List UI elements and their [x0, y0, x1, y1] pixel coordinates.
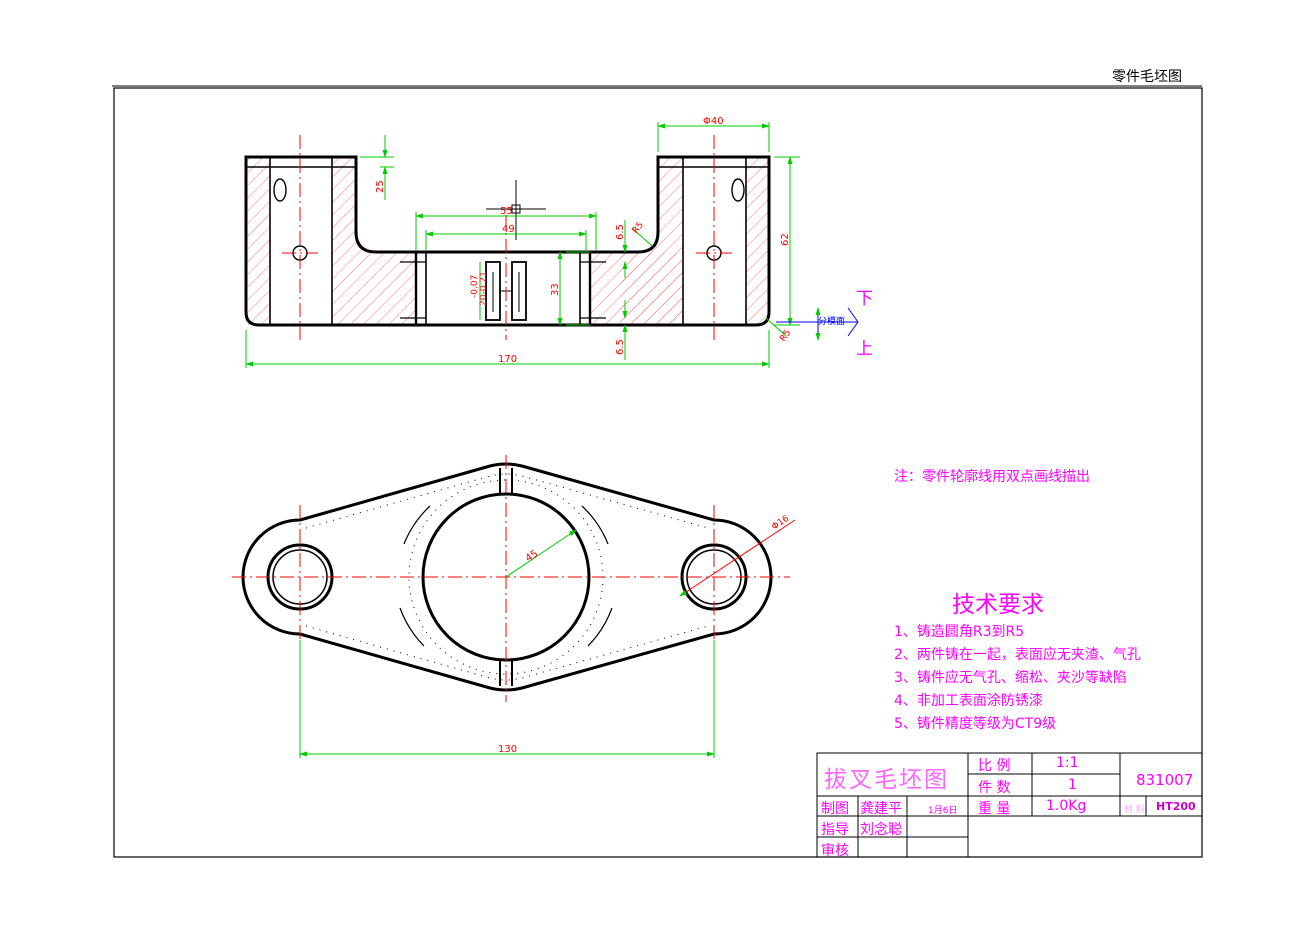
tech-requirements-title: 技术要求: [952, 592, 1044, 618]
review-label: 审核: [821, 843, 849, 859]
dim-tol-main: 20-0.21: [479, 271, 489, 306]
dir-up: 上: [856, 339, 873, 359]
tech-requirement-5: 5、铸件精度等级为CT9级: [894, 716, 1057, 732]
dim-55: 55: [500, 206, 513, 217]
drawing-frame: [113, 87, 1203, 858]
front-centerlines: [282, 135, 732, 340]
central-bore: [400, 252, 606, 325]
plan-centerlines: [232, 455, 790, 702]
guide-label: 指导: [821, 822, 849, 838]
parting-label: 分模面: [818, 316, 845, 327]
weight-value: 1.0Kg: [1046, 798, 1087, 814]
outline-note: 注：零件轮廓线用双点画线描出: [894, 469, 1090, 485]
plan-dimension-texts: 130 45 Φ16: [498, 514, 791, 755]
dim-phi40: Φ40: [703, 116, 724, 127]
plan-ribs: [499, 468, 513, 686]
front-inner-lines: [246, 157, 769, 325]
plan-dimensions: [299, 519, 796, 758]
front-outline: [244, 155, 771, 327]
count-value: 1: [1068, 777, 1077, 793]
main-bore-arcs: [399, 505, 613, 647]
tech-requirement-2: 2、两件铸在一起，表面应无夹渣、气孔: [894, 647, 1141, 663]
tech-requirement-1: 1、铸造圆角R3到R5: [894, 624, 1025, 640]
dim-170: 170: [498, 354, 517, 365]
tech-requirement-3: 3、铸件应无气孔、缩松、夹沙等缺陷: [894, 670, 1127, 686]
guide-name: 刘念聪: [860, 822, 902, 838]
drawn-date: 1月6日: [928, 806, 958, 816]
dim-49: 49: [502, 224, 515, 235]
drawing-number: 831007: [1136, 771, 1194, 789]
cad-cursor-icon: [486, 180, 546, 240]
front-dimension-texts: 170 Φ40 55 49 62 25 33 6.5 6.5 -0.07 20-…: [375, 116, 873, 365]
dim-62: 62: [780, 233, 791, 246]
drawn-label: 制图: [821, 801, 849, 817]
dim-130: 130: [498, 744, 517, 755]
dir-down: 下: [856, 289, 873, 309]
title-block-grid: [816, 752, 1203, 858]
front-view: [244, 135, 771, 340]
dim-25: 25: [375, 180, 386, 193]
material-label: 材 料: [1124, 805, 1145, 815]
dim-6-5-bottom: 6.5: [615, 339, 626, 355]
dim-33: 33: [550, 283, 561, 296]
tech-requirement-4: 4、非加工表面涂防锈漆: [894, 693, 1043, 709]
plan-view: [232, 455, 790, 702]
dim-6-5-top: 6.5: [615, 224, 626, 240]
sheet-title: 零件毛坯图: [1112, 69, 1182, 85]
part-name: 拔叉毛坯图: [824, 767, 949, 793]
scale-label: 比 例: [978, 758, 1011, 774]
section-hatch: [246, 157, 769, 325]
dim-r5: R5: [631, 220, 646, 236]
front-dimensions: [245, 122, 859, 368]
dim-tol-upper: -0.07: [470, 275, 480, 298]
count-label: 件 数: [978, 780, 1011, 796]
material-value: HT200: [1156, 800, 1196, 813]
dim-radius: 45: [524, 548, 541, 564]
drawn-name: 龚建平: [860, 801, 902, 817]
weight-label: 重 量: [978, 801, 1011, 817]
scale-value: 1:1: [1056, 755, 1079, 771]
